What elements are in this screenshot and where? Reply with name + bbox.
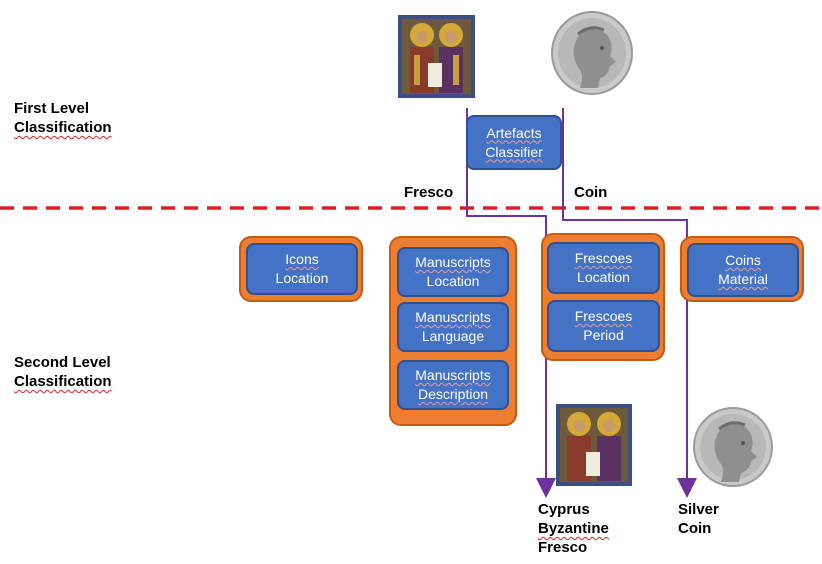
artefacts-classifier-node[interactable]: Artefacts Classifier [466, 115, 562, 170]
node-line1: Manuscripts [415, 367, 491, 383]
node-line2: Location [426, 273, 480, 289]
node-line1: Frescoes [574, 308, 633, 324]
fresco-result-image-icon [556, 404, 632, 486]
node-line2: Language [421, 328, 485, 344]
result-line2: Byzantine [538, 520, 609, 537]
node-line2: Location [275, 270, 329, 286]
coin-result-image-icon [692, 406, 774, 488]
result-line2: Coin [678, 520, 712, 537]
icons-location-node[interactable]: Icons Location [246, 243, 358, 295]
node-line2: Description [417, 386, 489, 402]
node-line1: Icons [285, 251, 319, 267]
first-level-label: First Level Classification [14, 99, 112, 137]
fresco-image-icon [398, 15, 475, 98]
frescoes-period-node[interactable]: Frescoes Period [547, 300, 660, 352]
node-line2: Material [718, 271, 768, 287]
node-line2: Location [577, 269, 630, 285]
node-line2: Period [583, 327, 624, 343]
node-line1: Manuscripts [415, 254, 491, 270]
node-line1: Frescoes [574, 250, 633, 266]
root-line1: Artefacts [486, 124, 542, 141]
coin-branch-label: Coin [574, 184, 608, 201]
manuscripts-language-node[interactable]: Manuscripts Language [397, 302, 509, 352]
result-line3: Fresco [538, 539, 588, 556]
fresco-branch-label: Fresco [404, 184, 454, 201]
node-line1: Coins [725, 252, 761, 268]
second-level-line1: Second Level [14, 354, 111, 371]
second-level-label: Second Level Classification [14, 353, 112, 391]
first-level-line1: First Level [14, 100, 90, 117]
coin-result-label: Silver Coin [678, 500, 719, 538]
second-level-line2: Classification [14, 373, 112, 390]
manuscripts-description-node[interactable]: Manuscripts Description [397, 360, 509, 410]
result-line1: Cyprus [538, 501, 590, 518]
fresco-result-label: Cyprus Byzantine Fresco [538, 500, 609, 557]
coin-image-icon [550, 10, 634, 96]
root-line2: Classifier [485, 143, 543, 160]
first-level-line2: Classification [14, 119, 112, 136]
manuscripts-location-node[interactable]: Manuscripts Location [397, 247, 509, 297]
node-line1: Manuscripts [415, 309, 491, 325]
result-line1: Silver [678, 501, 719, 518]
frescoes-location-node[interactable]: Frescoes Location [547, 242, 660, 294]
coins-material-node[interactable]: Coins Material [687, 243, 799, 297]
